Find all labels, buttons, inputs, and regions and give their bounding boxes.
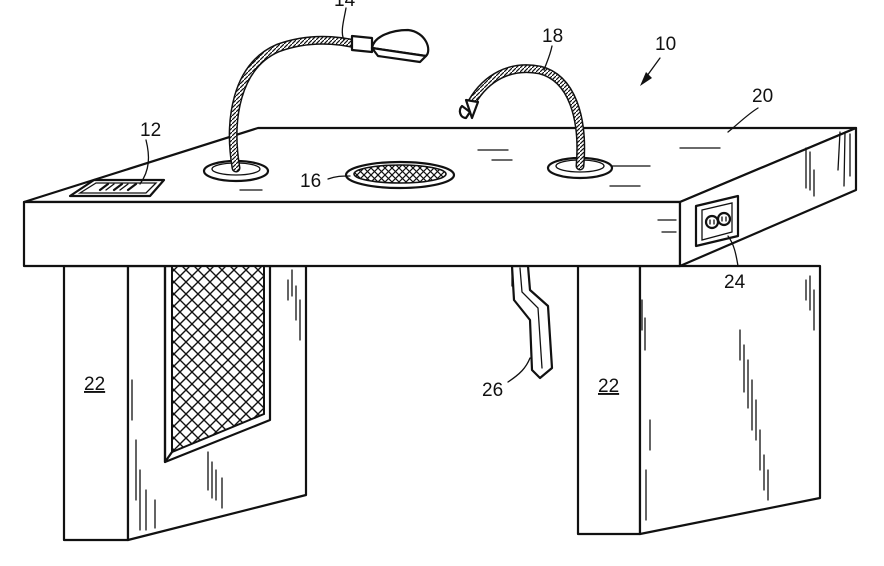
gooseneck-fixture <box>458 64 614 180</box>
label-outlet: 24 <box>724 272 746 293</box>
gooseneck-lamp <box>202 28 430 183</box>
label-leg-right: 22 <box>598 376 619 397</box>
label-control-panel: 12 <box>140 120 161 141</box>
label-lamp: 14 <box>334 0 356 11</box>
electrical-outlet <box>694 194 740 248</box>
top-vent <box>344 160 456 190</box>
leader-lines <box>139 7 759 383</box>
reference-labels: 10 12 14 16 18 20 22 22 24 26 <box>84 0 773 401</box>
label-tabletop: 20 <box>752 86 773 107</box>
label-gooseneck: 18 <box>542 26 563 47</box>
leg-vent-grille <box>163 264 272 464</box>
label-device: 10 <box>655 34 676 55</box>
label-leg-left: 22 <box>84 374 105 395</box>
right-leg <box>576 264 822 536</box>
label-top-vent: 16 <box>300 171 321 192</box>
label-pedal: 26 <box>482 380 503 401</box>
foot-pedal <box>510 264 554 380</box>
